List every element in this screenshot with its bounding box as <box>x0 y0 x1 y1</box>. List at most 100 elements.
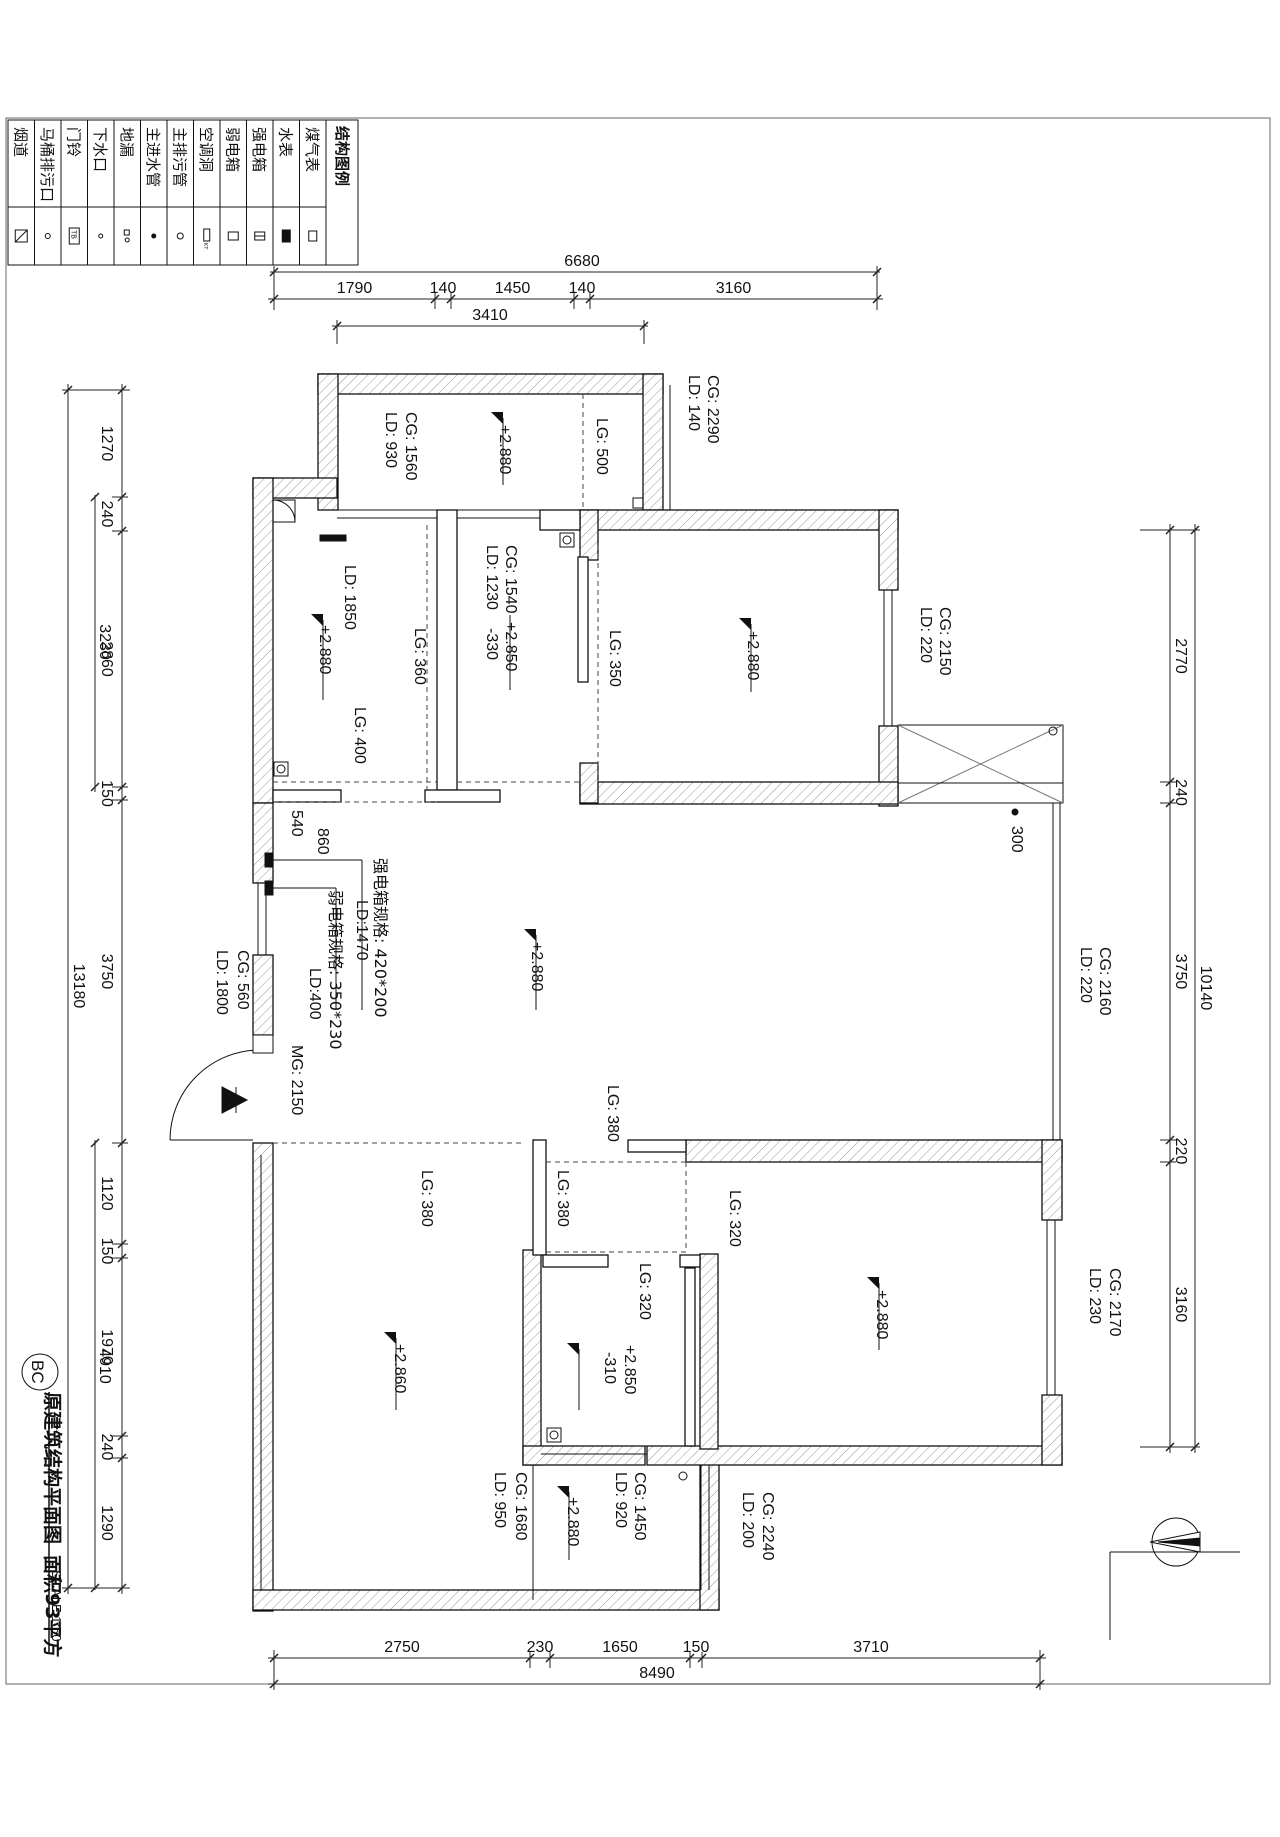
partition-left-foot <box>272 789 342 803</box>
toilet-outlet-icon <box>678 1471 688 1481</box>
dimension-label: 2750 <box>384 1639 420 1656</box>
partition-bedroom3-stub2 <box>679 1254 701 1268</box>
annotation-a33: LG: 380 <box>418 1170 435 1227</box>
flue-icon <box>14 229 28 243</box>
dimension-label: 240 <box>98 501 115 528</box>
gas-meter-icon <box>319 534 347 542</box>
elevation-marker-icon <box>384 1332 396 1344</box>
wall-top-bathroom-left <box>317 373 339 511</box>
toilet-outlet-icon <box>44 233 51 239</box>
legend-item-label: 煤气表 <box>303 127 321 172</box>
annotation-a27: CG: 560 <box>234 950 251 1010</box>
dimension-top-total: 6680 <box>564 253 600 270</box>
partition-bedroom3-inner <box>684 1267 696 1447</box>
partitions <box>272 509 701 1447</box>
annotation-a19: 540 <box>288 810 305 837</box>
water-inlet-pipe-icon <box>151 233 157 239</box>
dimension-label: 3160 <box>716 280 752 297</box>
annotation-a1: CG: 2290 <box>704 375 721 444</box>
annotation-a37: +2.880 <box>873 1290 890 1339</box>
annotation-a32: LG: 380 <box>604 1085 621 1142</box>
annotation-a25: 300 <box>1008 826 1025 853</box>
elevation-marker-icon <box>524 929 536 941</box>
dimension-label: 140 <box>569 280 596 297</box>
wall-bedroom1-left-bottom <box>579 762 599 804</box>
wall-bedroom1-bottom <box>579 781 899 805</box>
wall-bath2-left <box>522 1249 542 1466</box>
annotation-a15: +2.880 <box>744 631 761 680</box>
dimension-label: 2860 <box>98 641 115 677</box>
wall-bedroom1-top <box>579 509 899 531</box>
annotation-a48: CG: 2240 <box>759 1492 776 1561</box>
annotation-a20: 860 <box>314 828 331 855</box>
gas-meter-icon <box>308 230 318 242</box>
wall-left-mid-a <box>252 802 274 884</box>
legend-item-label: 主排污管 <box>170 127 188 187</box>
title-badge: BC <box>28 1360 47 1384</box>
partition-kitchen <box>436 509 458 791</box>
title-block: BC 原建筑结构平面图 面积93平方 SCALE 1:50 <box>21 1353 64 1657</box>
drawing-scale: SCALE 1:50 <box>49 1570 64 1642</box>
dimension-label: 3750 <box>98 954 115 990</box>
legend-item-label: 马桶排污口 <box>38 127 56 202</box>
wall-left-mid-b <box>252 954 274 1036</box>
fixtures <box>264 497 1058 1481</box>
dimension-label: 1120 <box>98 1176 115 1211</box>
wall-bedroom3-top <box>685 1139 1063 1163</box>
dimension-label: 3710 <box>853 1639 889 1656</box>
legend-item-label: 水表 <box>276 127 294 157</box>
annotation-a28: LD: 1800 <box>213 950 230 1015</box>
annotation-a45: CG: 1450 <box>631 1472 648 1541</box>
sewage-pipe-icon <box>559 532 575 548</box>
wall-bath2-bottom <box>522 1445 646 1466</box>
walls <box>252 373 1063 1612</box>
annotation-a21: 强电箱规格: 420*200 <box>371 858 390 1018</box>
water-inlet-pipe-icon <box>1011 808 1019 816</box>
annotation-a36: LG: 320 <box>636 1263 653 1320</box>
annotation-a2: LD: 140 <box>685 375 702 431</box>
annotation-a10: -330 <box>483 628 500 660</box>
wall-top-bathroom-top <box>317 373 664 395</box>
dimension-lines <box>62 266 1200 1690</box>
structure-legend: 结构图例 煤气表水表强电箱弱电箱空调洞KT主排污管主进水管地漏下水口门铃TB马桶… <box>7 119 359 266</box>
kitchen-flue-icon <box>272 499 296 523</box>
dimension-label: 150 <box>683 1639 710 1656</box>
dimension-label: 150 <box>98 780 115 807</box>
ac-pipe-icon <box>1048 726 1058 736</box>
annotation-a14: LG: 350 <box>606 630 623 687</box>
dimension-label: 230 <box>527 1639 554 1656</box>
wall-left-lower <box>252 1142 274 1612</box>
elevation-markers <box>311 412 879 1498</box>
dimension-label: 1270 <box>98 426 115 462</box>
dimension-label: 150 <box>98 1238 115 1265</box>
dimension-label: 1450 <box>495 280 531 297</box>
dimension-right-total: 10140 <box>1197 966 1214 1011</box>
annotation-a5: LD: 930 <box>382 412 399 468</box>
legend-item-label: 弱电箱 <box>223 127 241 172</box>
legend-title: 结构图例 <box>333 126 351 186</box>
legend-item-label: 下水口 <box>91 127 109 172</box>
dimension-label: 220 <box>1172 1138 1189 1165</box>
partition-post <box>539 509 581 531</box>
annotation-a35: LG: 320 <box>726 1190 743 1247</box>
dimension-label: 3750 <box>1172 954 1189 990</box>
annotation-a49: LD: 200 <box>739 1492 756 1548</box>
elevation-marker-icon <box>867 1277 879 1289</box>
partition-door-jamb <box>577 556 589 683</box>
dimension-left-sub: 3230 <box>96 624 113 660</box>
north-arrow-icon <box>1109 1517 1240 1640</box>
annotation-a30: LD: 220 <box>1077 947 1094 1003</box>
dimension-label: 3160 <box>1172 1287 1189 1323</box>
partition-bath2-jamb <box>532 1139 547 1256</box>
legend-item-label: 门铃 <box>64 127 82 157</box>
title-badge-circle <box>21 1353 59 1391</box>
water-meter-icon <box>281 229 291 243</box>
power-box-icon <box>254 231 266 241</box>
windows <box>252 385 1061 1600</box>
low-voltage-box-icon <box>227 231 239 241</box>
annotation-a18: LG: 400 <box>351 707 368 764</box>
dimension-label: 1650 <box>602 1639 638 1656</box>
